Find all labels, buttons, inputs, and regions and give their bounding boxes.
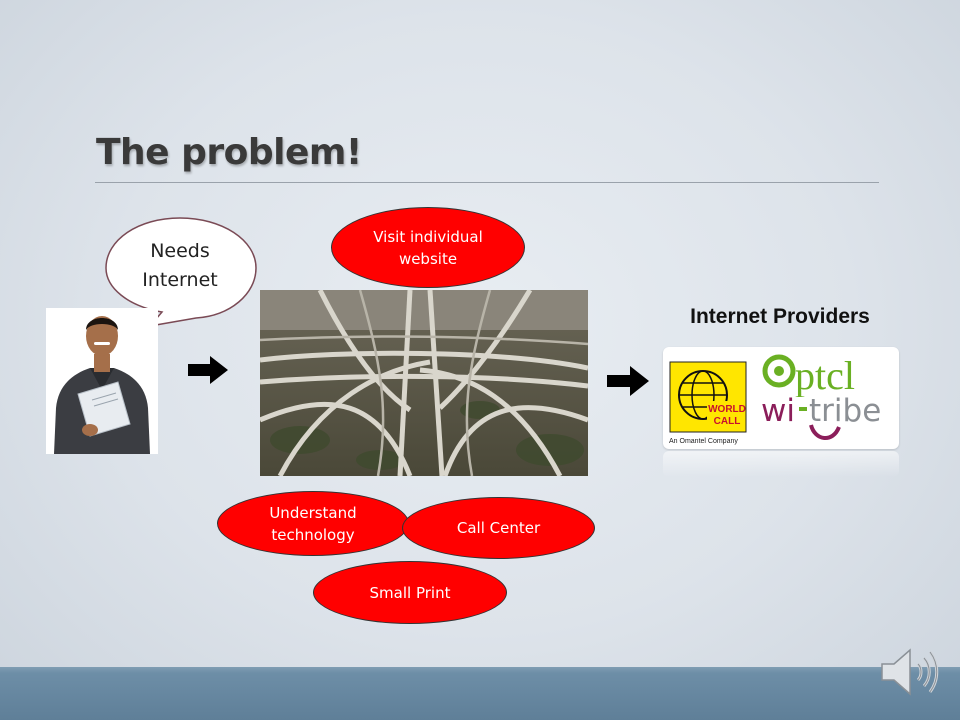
ptcl-text: ptcl — [795, 353, 855, 397]
worldcall-tagline: An Omantel Company — [669, 438, 738, 445]
speech-bubble-text: Needs Internet — [104, 237, 256, 295]
oval-visit-line-1: Visit individual — [373, 227, 483, 246]
ptcl-logo: ptcl — [762, 353, 855, 397]
worldcall-text-2: CALL — [714, 416, 741, 427]
right-arrow-icon — [607, 366, 649, 396]
logos-reflection — [663, 451, 899, 477]
speaker-icon[interactable] — [876, 640, 940, 704]
witribe-text-2: tribe — [809, 393, 881, 429]
person-image — [46, 308, 158, 454]
worldcall-logo: WORLD CALL An Omantel Company — [669, 361, 747, 445]
providers-label: Internet Providers — [690, 305, 870, 328]
highway-interchange-photo — [260, 290, 588, 476]
worldcall-text-1: WORLD — [708, 404, 746, 415]
witribe-logo: wi tribe — [761, 393, 881, 440]
oval-understand-technology: Understand technology — [217, 491, 409, 556]
oval-call-center-text: Call Center — [456, 519, 541, 537]
oval-visit-line-2: website — [398, 249, 458, 268]
oval-understand-line-1: Understand — [269, 503, 357, 522]
oval-small-print-text: Small Print — [369, 583, 451, 602]
oval-visit-website: Visit individual website — [331, 207, 525, 288]
witribe-text-1: wi — [761, 393, 795, 429]
slide-title: The problem! — [96, 132, 362, 173]
footer-bar — [0, 667, 960, 720]
right-arrow-icon — [188, 356, 228, 384]
oval-call-center: Call Center — [402, 497, 595, 559]
bubble-line-2: Internet — [142, 269, 218, 291]
provider-logos-panel: WORLD CALL An Omantel Company ptcl wi tr… — [663, 347, 899, 449]
oval-small-print: Small Print — [313, 561, 507, 624]
bubble-line-1: Needs — [150, 240, 210, 262]
title-divider — [95, 182, 879, 183]
oval-understand-line-2: technology — [271, 525, 355, 544]
